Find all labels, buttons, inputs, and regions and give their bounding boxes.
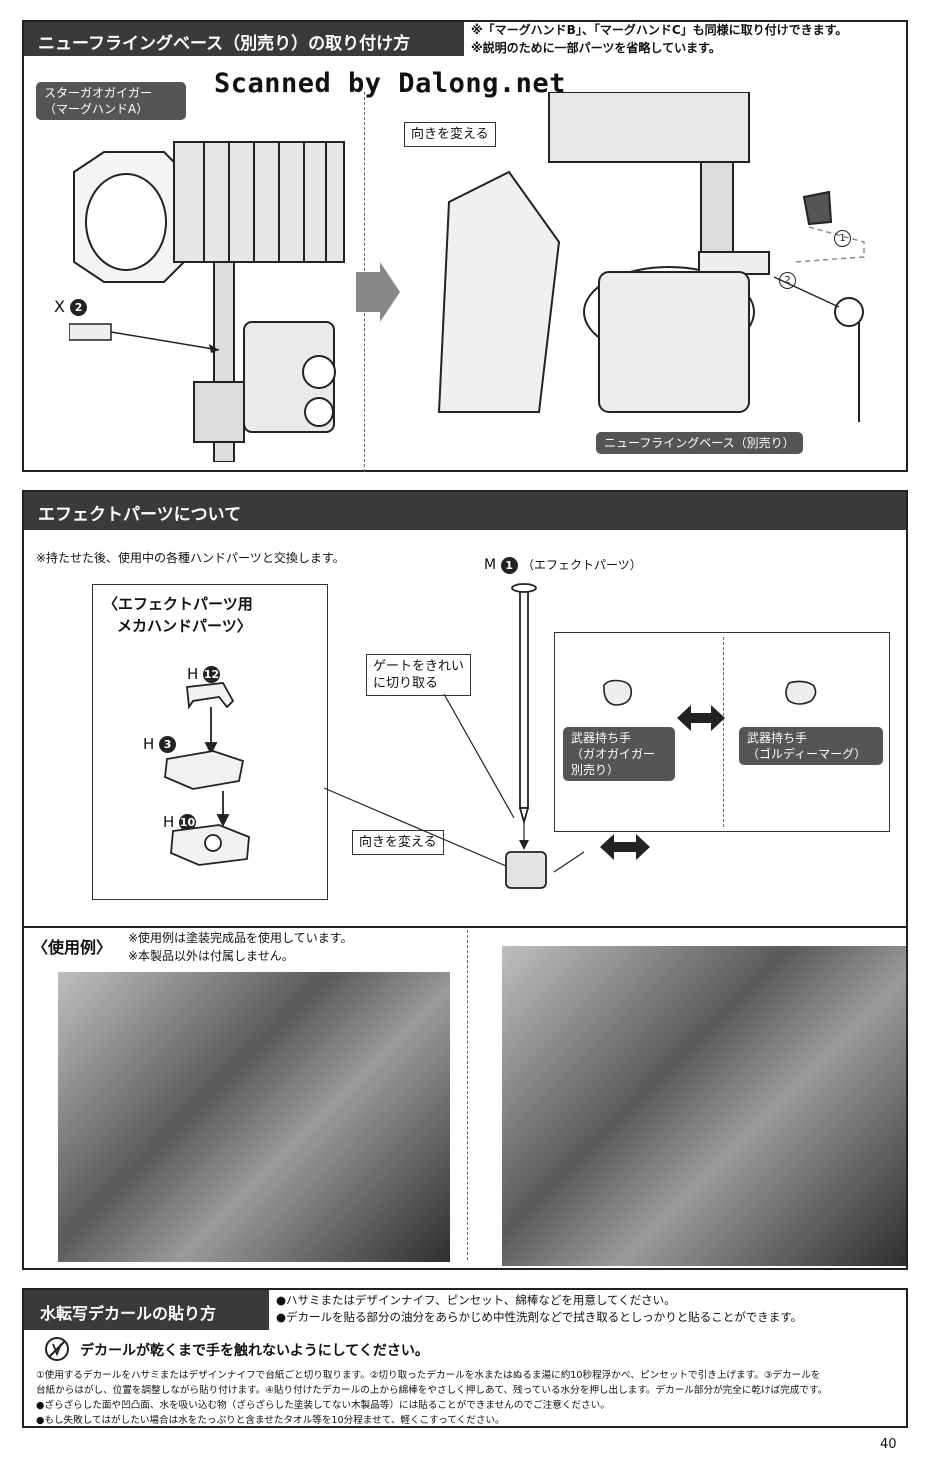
hammer-face: [85, 173, 167, 271]
effect-hand: [505, 851, 547, 889]
part-x2-illustration: [69, 323, 220, 353]
base-illustration: [437, 92, 865, 422]
upper-hammer: [548, 92, 750, 163]
examples-divider: [467, 930, 468, 1260]
weapon-right-line2: （ゴルディーマーグ）: [747, 747, 867, 761]
section-title: エフェクトパーツについて: [38, 505, 242, 525]
examples-title: 〈使用例〉: [32, 938, 113, 957]
part-prefix: H: [163, 813, 175, 831]
mecha-hand-title-2: メカハンドパーツ〉: [117, 617, 252, 635]
decal-body-2: 台紙からはがし、位置を調整しながら貼り付けます。④貼り付けたデカールの上から綿棒…: [36, 1385, 828, 1396]
decal-body-3: ●ざらざらした面や凹凸面、水を吸い込む物（ざらざらした塗装してない木製品等）には…: [36, 1400, 610, 1411]
cap-part: [802, 190, 833, 226]
base-label: ニューフライングベース（別売り）: [596, 432, 803, 454]
fist-left-icon: [603, 679, 633, 706]
effect-rod: [519, 587, 529, 809]
example-photo-right: [502, 946, 906, 1266]
effect-illustration: [323, 583, 585, 889]
section-decal: 水転写デカールの貼り方 ●ハサミまたはデザインナイフ、ピンセット、綿棒などを用意…: [22, 1288, 908, 1428]
part-h3-label: H 3: [143, 735, 177, 753]
hammer-illustration: [73, 141, 345, 462]
decal-bullet-2: ●デカールを貼る部分の油分をあらかじめ中性洗剤などで拭き取るとしっかりと貼ること…: [276, 1310, 803, 1324]
turn-label: 向きを変える: [352, 830, 444, 855]
robot-body: [598, 271, 750, 413]
bracket: [698, 251, 770, 275]
part-number: 2: [70, 299, 88, 316]
section-effect-parts: エフェクトパーツについて ※持たせた後、使用中の各種ハンドパーツと交換します。 …: [22, 490, 908, 928]
effect-number: 1: [500, 556, 518, 574]
weapon-hand-box: 武器持ち手 （ガオガイガー 別売り） 武器持ち手 （ゴルディーマーグ）: [554, 632, 890, 832]
model-label-line2: （マーグハンドA）: [44, 102, 149, 116]
weapon-left-line3: 別売り）: [571, 763, 620, 777]
effect-part-label: M 1 （エフェクトパーツ）: [484, 556, 642, 574]
section-header: エフェクトパーツについて: [24, 492, 906, 530]
section-flying-base: ニューフライングベース（別売り）の取り付け方 ※「マーグハンドB」、「マーグハン…: [22, 20, 908, 472]
decal-bullet-1: ●ハサミまたはデザインナイフ、ピンセット、綿棒などを用意してください。: [276, 1293, 676, 1307]
decal-title: 水転写デカールの貼り方: [40, 1304, 217, 1323]
model-label: スターガオガイガー （マーグハンドA）: [36, 82, 186, 120]
part-prefix: X: [54, 297, 65, 316]
swap-arrow-icon: [600, 834, 650, 860]
effect-prefix: M: [484, 557, 497, 573]
section-header-bar: [24, 22, 464, 56]
decal-warning: デカールが乾くまで手を触れないようにしてください。: [80, 1343, 429, 1359]
section-examples: 〈使用例〉 ※使用例は塗装完成品を使用しています。 ※本製品以外は付属しません。: [22, 926, 908, 1270]
part-prefix: H: [187, 665, 199, 683]
grip-block: [193, 381, 245, 443]
effect-name: （エフェクトパーツ）: [522, 558, 642, 572]
part-h12-label: H 12: [187, 665, 221, 683]
watermark: Scanned by Dalong.net: [214, 68, 566, 99]
page-number: 40: [880, 1437, 897, 1452]
section-header: ニューフライングベース（別売り）の取り付け方: [24, 22, 906, 56]
decal-title-bar: [24, 1290, 269, 1330]
section-note-2: ※説明のために一部パーツを省略しています。: [471, 41, 721, 55]
part-prefix: H: [143, 735, 155, 753]
decal-body-4: ●もし失敗してはがしたい場合は水をたっぷりと含ませたタオル等を10分程ませて、軽…: [36, 1415, 505, 1426]
part-h10-label: H 10: [163, 813, 197, 831]
weapon-left-line1: 武器持ち手: [571, 731, 632, 745]
swap-arrow-icon: [677, 705, 725, 731]
decal-body-1: ①使用するデカールをハサミまたはデザインナイフで台紙ごと切り取ります。②切り取っ…: [36, 1370, 821, 1381]
step-2-badge: 2: [779, 272, 796, 289]
model-label-line1: スターガオガイガー: [44, 86, 153, 100]
weapon-hand-left: 武器持ち手 （ガオガイガー 別売り）: [563, 727, 675, 781]
fist-right-icon: [785, 680, 817, 705]
example-photo-left: [58, 972, 450, 1262]
weapon-left-line2: （ガオガイガー: [571, 747, 656, 761]
step-1-badge: 1: [834, 230, 851, 247]
section-note: ※持たせた後、使用中の各種ハンドパーツと交換します。: [36, 551, 345, 565]
shaft-top: [700, 161, 734, 253]
turn-label: 向きを変える: [404, 122, 496, 147]
gate-note-line2: に切り取る: [373, 676, 439, 691]
section-note-1: ※「マーグハンドB」、「マーグハンドC」も同様に取り付けできます。: [471, 23, 848, 37]
figure-outline: [437, 170, 561, 413]
examples-note-1: ※使用例は塗装完成品を使用しています。: [128, 931, 353, 945]
part-x2-label: X 2: [54, 297, 88, 316]
part-number: 10: [179, 814, 197, 831]
section-title: ニューフライングベース（別売り）の取り付け方: [38, 34, 411, 54]
weapon-hand-right: 武器持ち手 （ゴルディーマーグ）: [739, 727, 883, 765]
no-touch-icon: [45, 1337, 69, 1361]
mecha-hand-illustration: [164, 682, 250, 866]
part-number: 12: [203, 666, 221, 683]
examples-note-2: ※本製品以外は付属しません。: [128, 949, 294, 963]
gate-note-line1: ゲートをきれい: [373, 659, 465, 674]
gate-note: ゲートをきれい に切り取る: [366, 654, 472, 696]
weapon-right-line1: 武器持ち手: [747, 731, 808, 745]
part-number: 3: [159, 736, 177, 753]
next-step-arrow: [356, 262, 400, 322]
weapon-box-divider: [723, 637, 724, 827]
joint-ball: [834, 297, 864, 327]
mecha-hand-title-1: 〈エフェクトパーツ用: [103, 595, 253, 613]
mecha-hand-box: 〈エフェクトパーツ用 メカハンドパーツ〉 H 12 H 3 H 10: [92, 584, 328, 900]
hammer-body: [173, 141, 345, 263]
